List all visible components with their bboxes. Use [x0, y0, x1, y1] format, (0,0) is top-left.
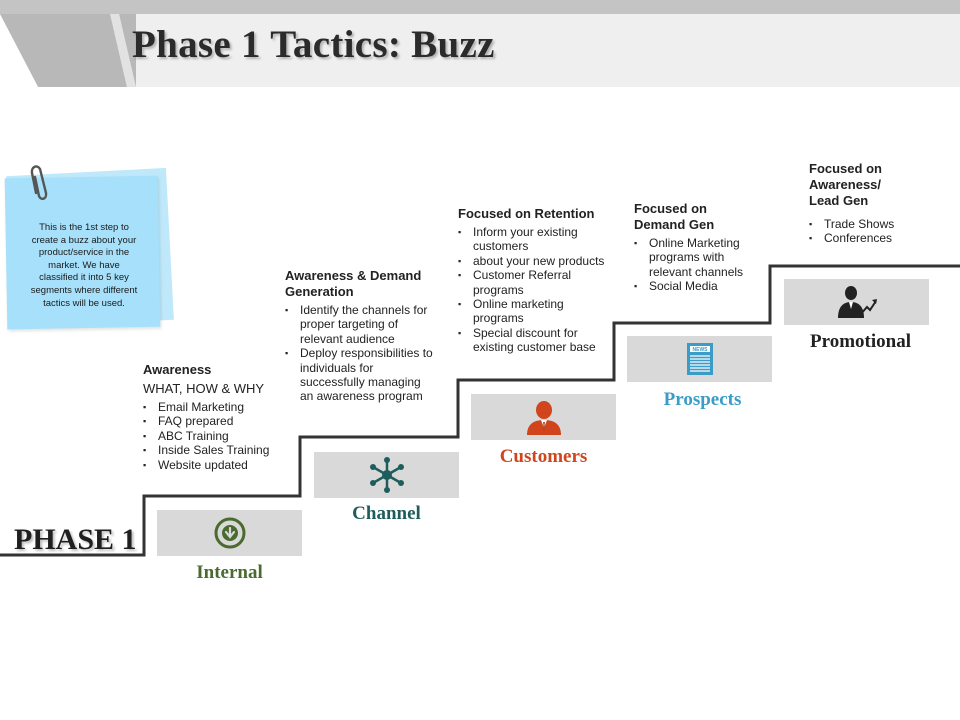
- block-heading: Focused on Awareness/ Lead Gen: [809, 161, 882, 208]
- step-box-channel: [314, 452, 459, 498]
- network-hub-icon: [369, 457, 404, 493]
- block-heading: Focused on Demand Gen: [634, 201, 715, 232]
- step-label-internal: Internal: [196, 562, 263, 583]
- step-box-prospects: NEWS: [627, 336, 772, 382]
- step-box-internal: [157, 510, 302, 556]
- svg-text:NEWS: NEWS: [692, 347, 708, 353]
- step-box-customers: [471, 394, 616, 440]
- list-item: Identify the channels for proper targeti…: [285, 303, 435, 346]
- list-item: Email Marketing: [143, 400, 293, 415]
- list-item: Online marketing programs: [458, 297, 608, 326]
- list-item: Online Marketing programs with relevant …: [634, 236, 754, 279]
- list-item: about your new products: [458, 254, 608, 269]
- block-heading: Awareness & Demand Generation: [285, 268, 422, 299]
- list-item: Website updated: [143, 458, 293, 473]
- list-item: ABC Training: [143, 429, 293, 444]
- step-label-channel: Channel: [352, 503, 421, 524]
- step-label-promotional: Promotional: [810, 331, 911, 352]
- block-awareness: Awareness WHAT, HOW & WHY Email Marketin…: [143, 362, 293, 472]
- slide-title: Phase 1 Tactics: Buzz: [132, 23, 495, 66]
- block-heading: Awareness: [143, 362, 212, 377]
- person-icon: [526, 401, 561, 435]
- header-top-bar: [0, 0, 960, 14]
- list-item: Special discount for existing customer b…: [458, 326, 608, 355]
- block-demand-gen: Focused on Demand Gen Online Marketing p…: [634, 201, 754, 294]
- list-item: Social Media: [634, 279, 754, 294]
- block-heading: Focused on Retention: [458, 206, 595, 221]
- sticky-note-text: This is the 1st step to create a buzz ab…: [30, 222, 138, 309]
- step-label-customers: Customers: [499, 446, 588, 467]
- businessman-growth-icon: [837, 286, 877, 318]
- paperclip-icon: [30, 165, 48, 201]
- list-item: Inform your existing customers: [458, 225, 608, 254]
- block-awareness-demand: Awareness & Demand Generation Identify t…: [285, 268, 435, 404]
- step-box-promotional: [784, 279, 929, 325]
- phase-label: PHASE 1: [14, 523, 137, 556]
- list-item: FAQ prepared: [143, 414, 293, 429]
- block-retention: Focused on Retention Inform your existin…: [458, 206, 608, 355]
- list-item: Trade Shows: [809, 217, 949, 232]
- list-item: Deploy responsibilities to individuals f…: [285, 346, 435, 404]
- list-item: Inside Sales Training: [143, 443, 293, 458]
- block-lead-gen: Focused on Awareness/ Lead Gen Trade Sho…: [809, 161, 949, 246]
- header-band: [118, 14, 960, 87]
- block-subheading: WHAT, HOW & WHY: [143, 381, 265, 396]
- list-item: Customer Referral programs: [458, 268, 608, 297]
- download-circle-icon: [214, 517, 245, 549]
- step-label-prospects: Prospects: [663, 389, 742, 410]
- list-item: Conferences: [809, 231, 949, 246]
- newspaper-icon: NEWS: [686, 343, 713, 375]
